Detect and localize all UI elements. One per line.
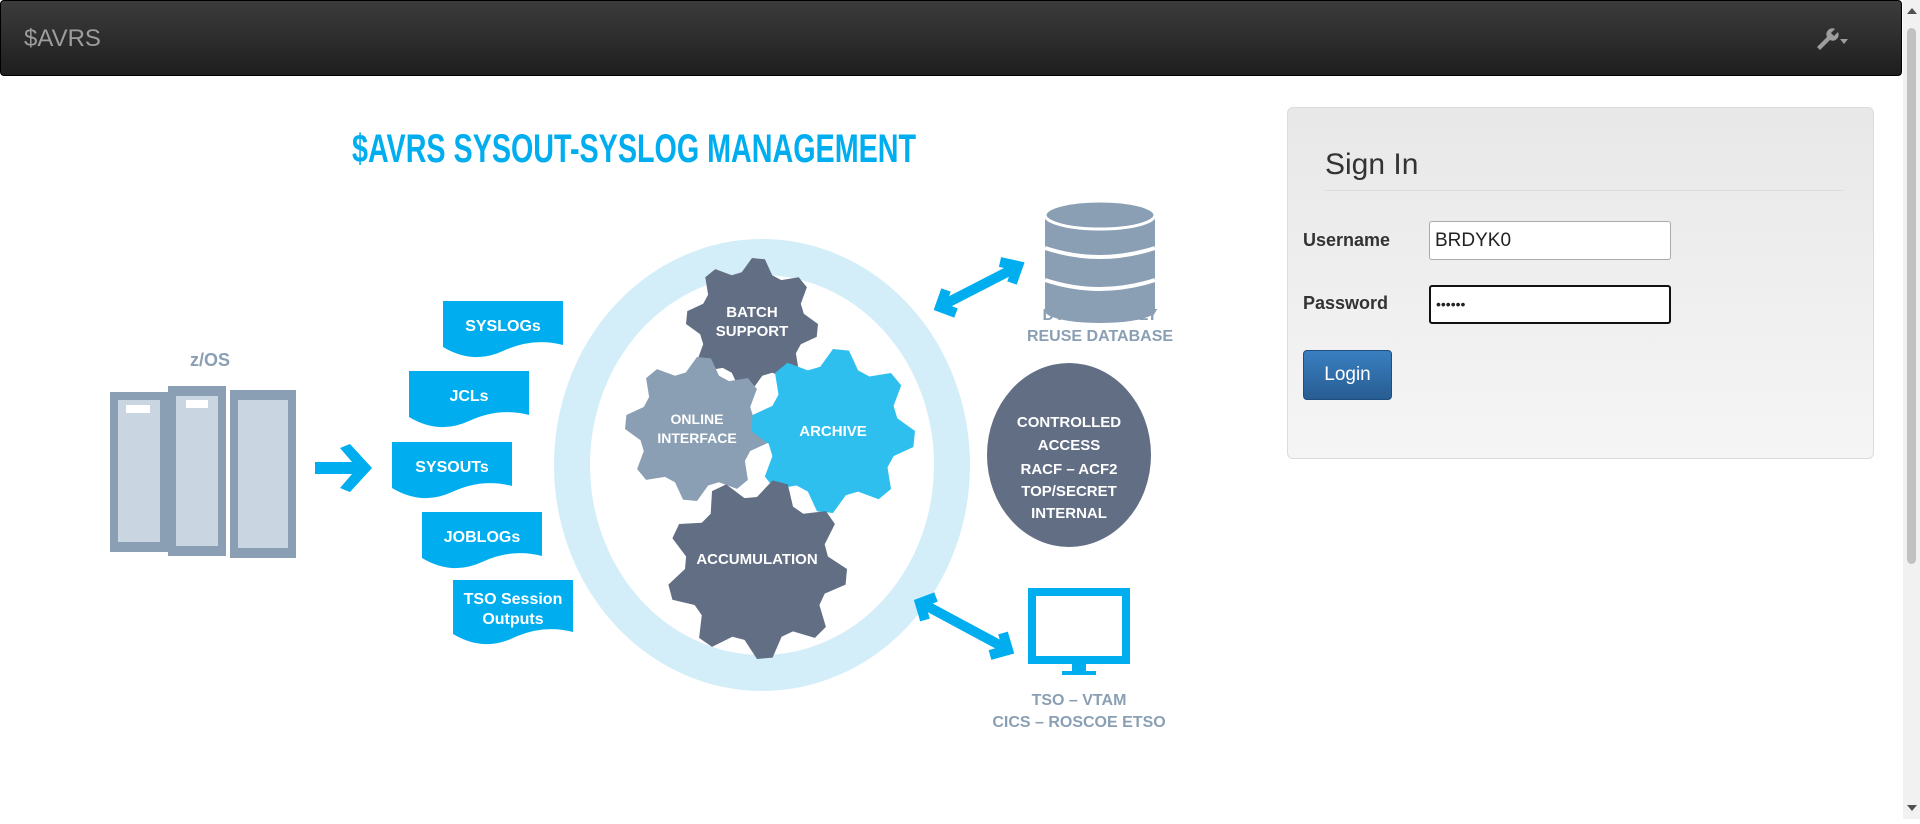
diagram-title: $AVRS SYSOUT-SYSLOG MANAGEMENT — [352, 127, 916, 171]
gear-label-accumulation: ACCUMULATION — [696, 551, 817, 568]
access-label: TOP/SECRET — [1021, 483, 1117, 500]
terminal-double-arrow-icon — [913, 592, 1015, 660]
scroll-up-icon[interactable] — [1907, 8, 1917, 14]
divider — [1325, 190, 1843, 191]
gear-label-online-1: ONLINE — [671, 411, 724, 427]
gear-accumulation — [668, 480, 847, 659]
document-label: SYSOUTs — [415, 459, 489, 476]
gear-label-batch-2: SUPPORT — [716, 323, 789, 340]
gear-label-archive: ARCHIVE — [799, 423, 867, 440]
database-icon — [1043, 199, 1157, 323]
gear-label-online-2: INTERFACE — [657, 430, 736, 446]
wrench-icon[interactable] — [1813, 25, 1849, 53]
login-button[interactable]: Login — [1303, 350, 1392, 400]
password-input[interactable]: •••••• — [1429, 285, 1671, 324]
gear-archive — [751, 349, 915, 513]
terminal-label-1: TSO – VTAM — [1032, 692, 1127, 709]
gear-online-interface — [625, 357, 769, 501]
document-label: SYSLOGs — [465, 318, 541, 335]
sign-in-panel: Sign In Username BRDYK0 Password •••••• … — [1287, 107, 1874, 459]
document-shape — [453, 580, 573, 645]
savrs-diagram: $AVRS SYSOUT-SYSLOG MANAGEMENT z/OS SYSL… — [0, 76, 1280, 819]
database-label-1: DYNAMICALLY — [1043, 307, 1158, 324]
terminal-label-2: CICS – ROSCOE ETSO — [992, 714, 1165, 731]
document-shape — [443, 301, 563, 358]
access-label: INTERNAL — [1031, 505, 1107, 522]
document-shape — [422, 512, 542, 569]
access-label: ACCESS — [1038, 437, 1101, 454]
document-label: JCLs — [449, 388, 488, 405]
document-shape — [392, 442, 512, 499]
gear-label-batch-1: BATCH — [726, 304, 777, 321]
password-label: Password — [1303, 293, 1389, 313]
vertical-scrollbar[interactable] — [1903, 0, 1920, 819]
sign-in-title: Sign In — [1325, 148, 1419, 181]
cycle-ring — [554, 239, 970, 691]
input-arrow-icon — [315, 444, 372, 492]
navbar: $AVRS — [0, 0, 1902, 76]
document-label: JOBLOGs — [444, 529, 521, 546]
mainframe-servers — [110, 386, 296, 558]
document-shape — [409, 371, 529, 428]
scroll-down-icon[interactable] — [1907, 805, 1917, 811]
scrollbar-thumb[interactable] — [1907, 28, 1916, 564]
database-label-2: REUSE DATABASE — [1027, 328, 1173, 345]
access-label: CONTROLLED — [1017, 414, 1121, 431]
brand[interactable]: $AVRS — [24, 25, 101, 52]
database-double-arrow-icon — [933, 257, 1025, 318]
document-label: Outputs — [482, 611, 543, 628]
access-circle — [987, 363, 1151, 547]
monitor-icon — [1028, 588, 1130, 675]
document-label: TSO Session — [464, 591, 563, 608]
username-input[interactable]: BRDYK0 — [1429, 221, 1671, 260]
access-label: RACF – ACF2 — [1021, 461, 1118, 478]
gear-batch-support — [686, 258, 818, 390]
username-label: Username — [1303, 230, 1391, 250]
zos-label: z/OS — [190, 350, 230, 370]
